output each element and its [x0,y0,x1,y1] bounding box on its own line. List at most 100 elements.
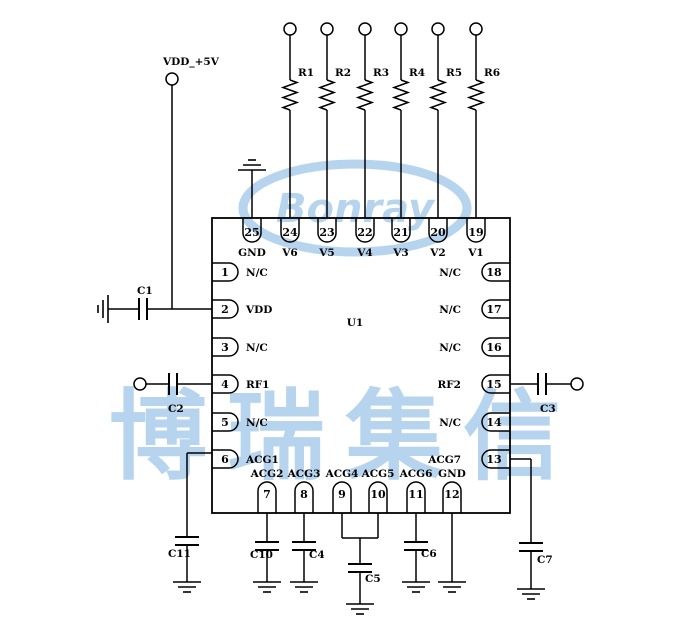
pin-label-23: V5 [318,247,334,259]
pin-label-13: ACG7 [427,454,461,466]
pin-tab-19 [466,218,486,243]
terminal-R3 [358,22,372,36]
pin-label-16: N/C [439,342,461,354]
pin-number-3: 3 [221,341,229,354]
pin-tab-20 [428,218,448,243]
supply-label: VDD_+5V [162,56,220,69]
pin-label-21: V3 [392,247,408,259]
terminal-R6 [469,22,483,36]
pin-label-25: GND [238,247,266,259]
pin-number-21: 21 [393,226,408,239]
pin-label-22: V4 [356,247,372,259]
cap-label-C2: C2 [168,403,184,415]
pin-label-24: V6 [281,247,297,259]
pin-number-6: 6 [221,453,229,466]
pin-number-22: 22 [357,226,372,239]
resistor-label-R5: R5 [446,67,462,79]
resistor-label-R3: R3 [373,67,389,79]
pin-number-12: 12 [444,488,459,501]
pin-tab-15 [481,374,510,394]
pin-label-8: ACG3 [287,468,321,480]
pin-tab-14 [481,412,510,432]
pin-tab-2 [212,299,239,319]
pin-label-11: ACG6 [399,468,433,480]
pin-tab-4 [212,374,239,394]
resistor-R5 [428,79,448,111]
pin-label-2: VDD [245,304,272,316]
pin-tab-13 [481,449,510,469]
components [97,22,584,615]
pin-number-23: 23 [319,226,334,239]
pin-tab-24 [280,218,300,243]
pin-number-16: 16 [486,341,502,354]
resistor-R3 [355,79,375,111]
pin-number-11: 11 [408,488,423,501]
resistor-label-R2: R2 [335,67,351,79]
cap-label-C7: C7 [537,554,553,566]
labels: 25GND24V6R123V5R222V4R321V3R420V2R519V1R… [137,56,556,585]
pin-tab-8 [294,481,314,513]
pin-number-14: 14 [486,416,502,429]
pin-tab-3 [212,337,239,357]
pin-number-1: 1 [221,266,229,279]
resistor-label-R6: R6 [484,67,500,79]
pin-label-10: ACG5 [361,468,395,480]
cap-label-C10: C10 [250,549,273,561]
pin-label-14: N/C [439,417,461,429]
pin-tab-21 [391,218,411,243]
chip-reference: U1 [347,317,363,329]
terminal-R1 [283,22,297,36]
pin-tab-25 [242,218,262,243]
resistor-R4 [391,79,411,111]
watermark-logo-ring [238,159,472,257]
pin-label-19: V1 [467,247,483,259]
pin-label-3: N/C [246,342,268,354]
pin-number-19: 19 [468,226,483,239]
cap-label-C5: C5 [365,573,381,585]
pin-tab-1 [212,262,239,282]
pin-tab-6 [212,449,239,469]
resistor-label-R1: R1 [298,67,314,79]
pin-number-4: 4 [221,378,229,391]
terminal-rf2 [570,377,584,391]
cap-label-C1: C1 [137,285,153,297]
pin-tab-5 [212,412,239,432]
resistor-R2 [317,79,337,111]
pin-number-5: 5 [221,416,229,429]
terminal-vdd [165,72,179,86]
pin-number-15: 15 [486,378,501,391]
wires [108,35,571,604]
pin-number-17: 17 [486,303,501,316]
terminal-R5 [431,22,445,36]
cap-label-C6: C6 [421,548,437,560]
terminal-rf1 [133,377,147,391]
pin-tab-10 [368,481,388,513]
pin-label-15: RF2 [438,379,462,391]
resistor-label-R4: R4 [409,67,425,79]
pin-label-20: V2 [429,247,445,259]
resistor-R6 [466,79,486,111]
pin-label-17: N/C [439,304,461,316]
pin-number-25: 25 [244,226,259,239]
cap-label-C11: C11 [168,548,191,560]
pins [212,218,510,513]
watermark-company-text: 博瑞集信 [109,380,581,494]
pin-tab-23 [317,218,337,243]
chip-body [211,217,511,514]
cap-label-C4: C4 [309,549,325,561]
pin-label-5: N/C [246,417,268,429]
cap-label-C3: C3 [540,403,556,415]
pin-label-9: ACG4 [325,468,359,480]
pin-number-9: 9 [338,488,346,501]
pin-number-13: 13 [486,453,501,466]
terminal-R2 [320,22,334,36]
pin-tab-22 [355,218,375,243]
pin-number-10: 10 [370,488,386,501]
pin-tab-11 [406,481,426,513]
pin-number-7: 7 [263,488,271,501]
pin-number-20: 20 [430,226,446,239]
pin-label-1: N/C [246,267,268,279]
pin-number-24: 24 [282,226,298,239]
pin-tab-7 [257,481,277,513]
